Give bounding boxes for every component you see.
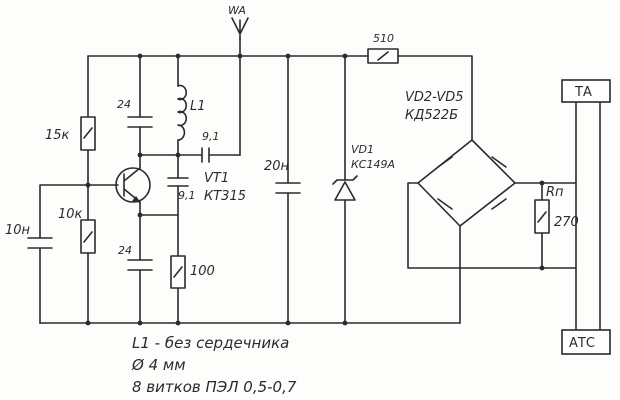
terminal-ats <box>561 329 611 355</box>
terminal-ta <box>561 79 611 103</box>
capacitor-24-top <box>127 116 153 128</box>
resistor-15k <box>80 116 96 151</box>
label-c24-top: 24 <box>117 98 131 111</box>
antenna-symbol <box>231 17 249 57</box>
note-line-2: Ø 4 мм <box>131 356 186 374</box>
label-ats: АТС <box>569 336 595 351</box>
top-rail-right <box>397 55 473 141</box>
label-vt1-type: КТ315 <box>204 189 246 204</box>
label-r100: 100 <box>190 264 215 279</box>
junction-dots <box>85 53 545 326</box>
label-c9-1-a: 9,1 <box>202 130 220 143</box>
label-r510: 510 <box>373 32 394 45</box>
label-c24-bottom: 24 <box>118 244 132 257</box>
resistor-510-mark <box>377 51 389 61</box>
label-rp: Rп <box>546 185 564 200</box>
resistor-15k-mark <box>83 127 93 139</box>
label-bridge-name: VD2-VD5 <box>405 90 464 105</box>
inductor-l1 <box>177 84 187 141</box>
bridge-left-lead <box>407 182 543 269</box>
label-vt1-name: VT1 <box>204 171 229 186</box>
label-l1: L1 <box>190 99 206 114</box>
resistor-10k <box>80 219 96 254</box>
label-c9-1-b: 9,1 <box>178 189 196 202</box>
resistor-100-mark <box>173 266 183 278</box>
base-wiring <box>39 184 119 324</box>
capacitor-9-1-b <box>167 177 189 187</box>
label-c20n: 20н <box>264 159 290 174</box>
label-bridge-type: КД522Б <box>405 108 458 123</box>
label-vd1-name: VD1 <box>351 143 374 156</box>
resistor-100 <box>170 255 186 289</box>
zener-diode-vd1 <box>332 175 358 201</box>
resistor-270 <box>534 199 550 234</box>
antenna-label: WA <box>228 4 246 17</box>
label-vd1-type: КС149А <box>351 158 395 171</box>
label-c10n: 10н <box>5 223 31 238</box>
resistor-10k-mark <box>83 231 93 243</box>
label-r15k: 15к <box>45 128 70 143</box>
note-line-3: 8 витков ПЭЛ 0,5-0,7 <box>132 378 297 396</box>
label-r10k: 10к <box>58 207 83 222</box>
resistor-270-mark <box>537 211 547 223</box>
capacitor-9-1-a <box>201 147 241 163</box>
diode-bridge <box>417 139 516 227</box>
capacitor-20n <box>275 182 301 194</box>
capacitor-10n <box>27 237 53 249</box>
label-r270: 270 <box>554 215 579 230</box>
note-line-1: L1 - без сердечника <box>132 334 289 352</box>
capacitor-24-bottom <box>127 259 153 271</box>
transistor-vt1 <box>115 167 151 203</box>
resistor-510 <box>367 48 399 64</box>
label-ta: ТА <box>574 85 592 100</box>
